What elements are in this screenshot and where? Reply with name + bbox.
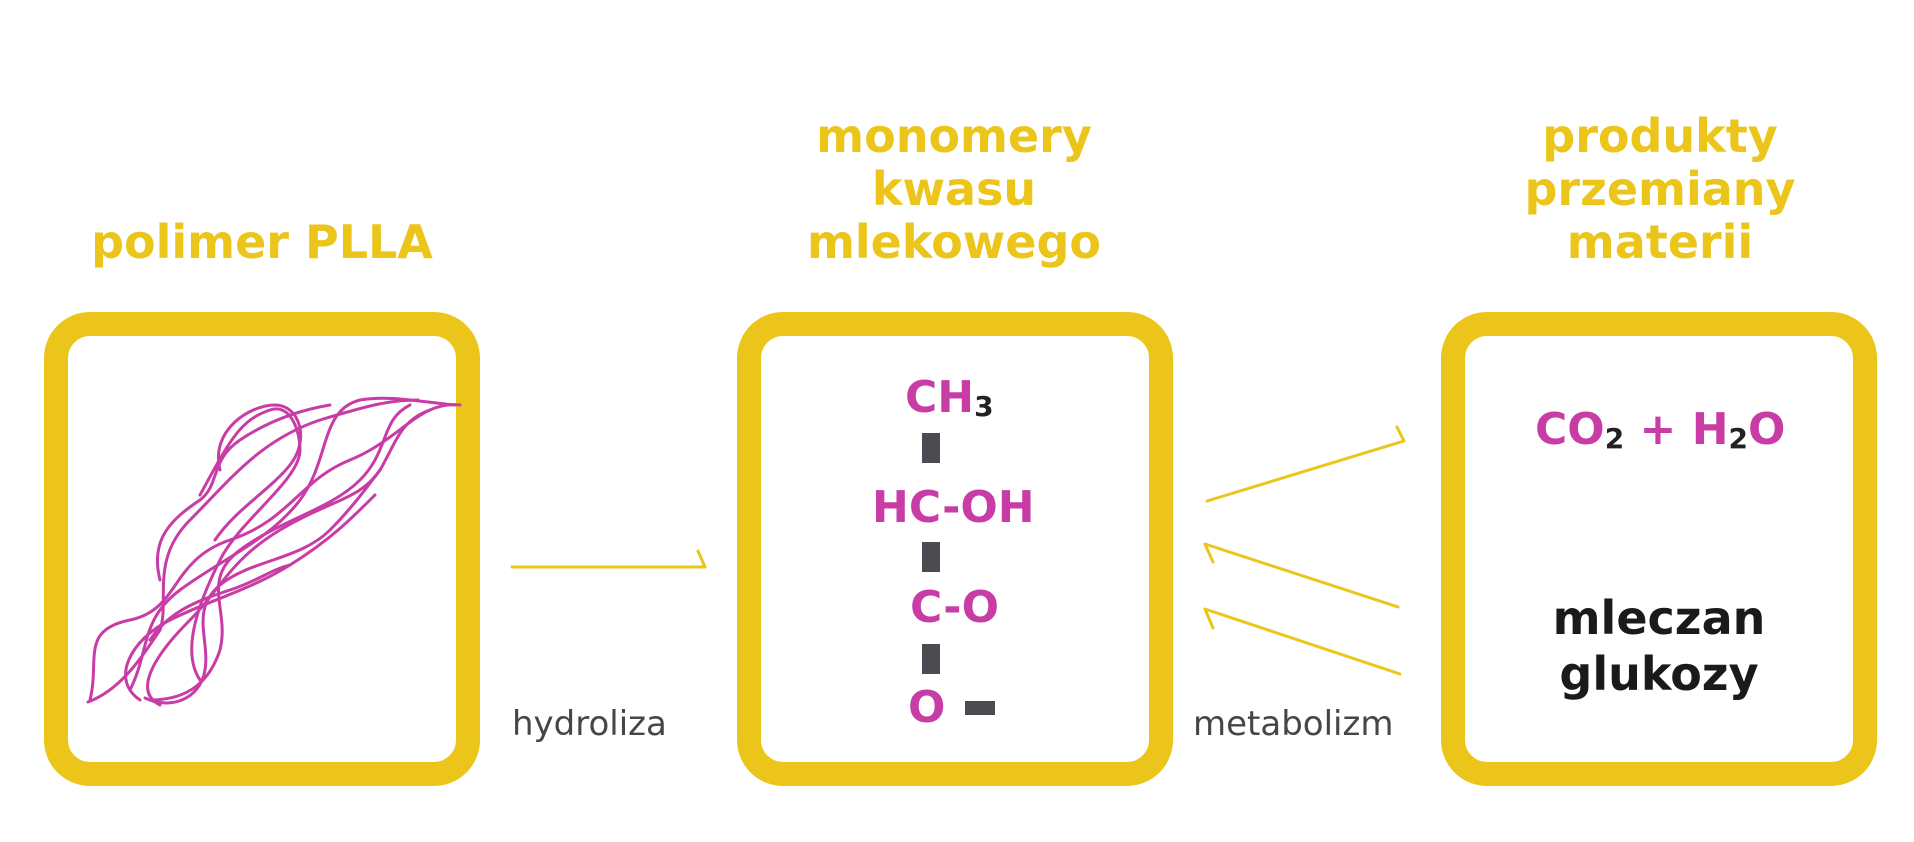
monomers-title-line-2: kwasu [871,162,1037,216]
polymer-title: polimer PLLA [91,215,433,269]
product-equation: CO2 + H2O [1535,404,1785,461]
metabolism-label: metabolizm [1193,704,1394,744]
polymer-strand [143,468,382,705]
eq-h-sub: 2 [1728,422,1748,455]
eq-plus-h: + H [1624,404,1729,455]
bond-2 [922,542,940,572]
bond-1 [922,433,940,463]
formula-hc-oh: HC-OH [872,482,1035,533]
polymer-strand [213,403,303,542]
formula-o: O [908,682,946,733]
eq-o: O [1748,404,1786,455]
polymer-strand [190,407,302,682]
polymer-strand [128,396,457,692]
product-name-line-1: mleczan [1552,591,1766,645]
polymer-strand [124,493,377,702]
metabolism-arrow-lower [1203,607,1402,676]
eq-co-sub: 2 [1604,422,1625,455]
formula-ch3-main: CH [905,372,975,423]
products-box [1441,312,1877,786]
bond-4 [965,701,995,715]
products-title-line-3: materii [1566,215,1754,269]
products-title: produkty przemiany materii [1450,110,1870,269]
monomers-box [737,312,1173,786]
hydrolysis-label: hydroliza [512,704,667,744]
products-title-line-1: produkty [1542,109,1778,163]
products-title-line-2: przemiany [1524,162,1796,216]
polymer-strand [148,563,292,642]
polymer-strand [86,398,420,704]
formula-ch3-sub: 3 [974,390,994,423]
polymer-strand [88,403,462,702]
formula-c-o: C-O [910,582,999,633]
monomers-title-line-1: monomery [816,109,1092,163]
product-name-line-2: glukozy [1559,647,1759,701]
product-name: mleczan glukozy [1465,590,1853,702]
metabolism-arrow-to-products [1205,425,1406,503]
polymer-strand [146,408,432,707]
polymer-strand [148,403,412,702]
metabolism-arrow-to-lactate [1203,542,1400,609]
bond-3 [922,644,940,674]
formula-ch3: CH3 [905,372,994,429]
hydrolysis-arrow [510,549,707,569]
monomers-title: monomery kwasu mlekowego [744,110,1164,269]
polymer-strand [155,403,332,582]
eq-co: CO [1535,404,1605,455]
polymer-box [44,312,480,786]
monomers-title-line-3: mlekowego [806,215,1102,269]
